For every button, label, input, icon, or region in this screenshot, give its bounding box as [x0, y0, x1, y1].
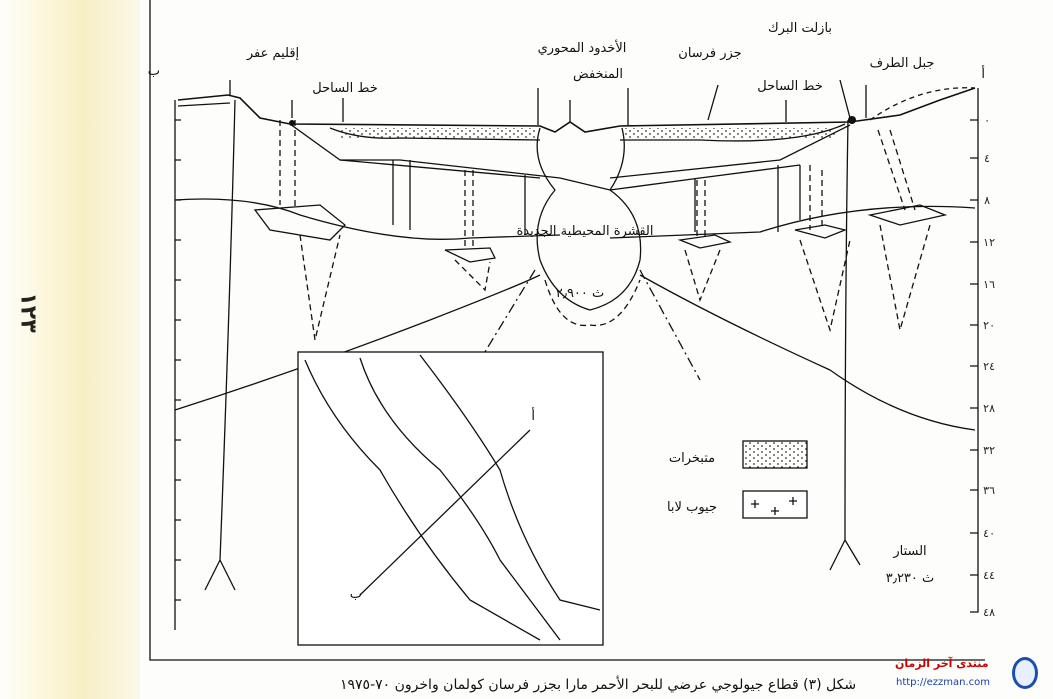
- label-new-crust-density: ث ٢٫٩٠٠: [556, 286, 605, 301]
- lava-pocket: [444, 247, 496, 263]
- inset-map-frame: [297, 351, 604, 646]
- svg-text:٢٨: ٢٨: [983, 402, 995, 415]
- label-depth-axis-top: أ: [981, 65, 985, 82]
- svg-text:٤٠: ٤٠: [983, 527, 995, 540]
- inset-coast-west: [304, 359, 541, 641]
- svg-text:٨: ٨: [984, 194, 990, 207]
- figure-caption: شكل (٣) قطاع جيولوجي عرضي للبحر الأحمر م…: [340, 677, 857, 693]
- evaporites-left: [340, 128, 535, 138]
- svg-text:٢٤: ٢٤: [983, 360, 995, 373]
- boundary-fault-right: [829, 119, 861, 571]
- inset-coast-inner: [359, 357, 561, 641]
- watermark-url: http://ezzman.com: [896, 677, 991, 688]
- inset-section-line: [359, 429, 531, 596]
- lava-pocket: [867, 204, 948, 226]
- label-coastline-left: خط الساحل: [312, 81, 378, 96]
- svg-text:٤٨: ٤٨: [983, 606, 995, 619]
- label-jabal-tirf: جبل الطرف: [870, 56, 935, 71]
- label-mantle: الستار: [892, 544, 926, 559]
- svg-text:٣٦: ٣٦: [983, 484, 995, 497]
- surface-profile: [177, 87, 976, 133]
- label-axial-trough: الأخدود المحوري: [538, 39, 627, 56]
- label-birk-basalt: بازلت البرك: [768, 21, 832, 36]
- watermark-name: منتدى آخر الزمان: [895, 657, 989, 670]
- label-iqlim-afar: إقليم عفر: [246, 46, 299, 61]
- svg-text:٠: ٠: [984, 114, 990, 127]
- label-coastline-right: خط الساحل: [757, 79, 823, 94]
- label-depression: المنخفض: [573, 67, 623, 82]
- svg-text:٤٤: ٤٤: [983, 569, 995, 582]
- eroded-profile: [869, 87, 976, 121]
- svg-text:٣٢: ٣٢: [983, 444, 995, 457]
- crust-root: [544, 279, 641, 327]
- lava-pocket: [253, 204, 346, 241]
- inset-label-a: أ: [531, 407, 535, 424]
- label-mantle-density: ث ٣٫٢٣٠: [886, 571, 935, 586]
- watermark-logo-icon: [1012, 657, 1038, 689]
- layer-line: [340, 159, 801, 191]
- label-farasan-islands: جزر فرسان: [678, 46, 741, 61]
- svg-text:٤: ٤: [984, 152, 990, 165]
- lava-pocket: [794, 224, 848, 239]
- plateau-line: [177, 102, 231, 107]
- right-depth-axis: [970, 88, 979, 613]
- inset-coast-east: [419, 354, 601, 611]
- frame-border: [149, 0, 985, 661]
- axial-intrusion: [536, 127, 642, 311]
- svg-text:١٢: ١٢: [983, 236, 995, 249]
- label-point-b: ب: [148, 64, 160, 79]
- fault-blocks: [392, 160, 801, 235]
- lava-pocket: [677, 234, 733, 249]
- depth-ticks: [970, 119, 978, 576]
- inset-label-b: ب: [350, 587, 362, 602]
- depth-axis-labels: ٠ ٤ ٨ ١٢ ١٦ ٢٠ ٢٤ ٢٨ ٣٢ ٣٦ ٤٠ ٤٤ ٤٨: [983, 114, 995, 619]
- book-spine-shading: [0, 0, 140, 699]
- evaporites-right: [625, 128, 835, 138]
- moho-boundary: [174, 274, 976, 431]
- svg-text:٢٠: ٢٠: [983, 319, 995, 332]
- legend-evaporites-swatch: [742, 440, 808, 469]
- upper-crust-base: [174, 198, 976, 240]
- spreading-lines: [479, 269, 701, 381]
- legend-lava-label: جيوب لابا: [667, 500, 717, 515]
- svg-text:١٦: ١٦: [983, 278, 995, 291]
- legend-evaporites-label: متبخرات: [669, 451, 715, 466]
- label-new-oceanic-crust: القشرة المحيطية الجديدة: [517, 224, 654, 239]
- boundary-fault-left: [204, 99, 236, 591]
